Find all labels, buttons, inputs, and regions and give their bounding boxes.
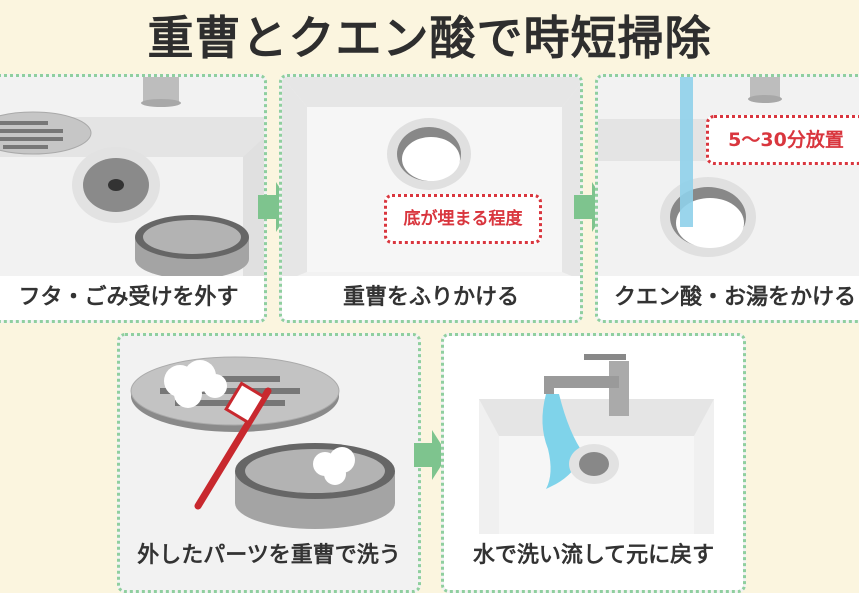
page-title: 重曹とクエン酸で時短掃除 bbox=[147, 11, 712, 65]
step-5-caption: 水で洗い流して元に戻す bbox=[444, 534, 743, 578]
step-2-caption: 重曹をふりかける bbox=[282, 276, 580, 320]
step-4-caption: 外したパーツを重曹で洗う bbox=[137, 543, 401, 568]
step-2-panel: 底が埋まる程度 重曹をふりかける bbox=[279, 74, 583, 323]
parts-washing-illustration bbox=[120, 336, 418, 590]
step-1-caption: フタ・ごみ受けを外す bbox=[0, 276, 264, 320]
step-2-note: 底が埋まる程度 bbox=[384, 194, 542, 244]
arrow-right-icon bbox=[414, 430, 448, 480]
step-5-panel: 水で洗い流して元に戻す bbox=[441, 333, 746, 593]
step-4-panel: 外したパーツを重曹で洗う bbox=[117, 333, 421, 593]
step-1-panel: フタ・ごみ受けを外す bbox=[0, 74, 267, 323]
step-3-note: 5〜30分放置 bbox=[706, 115, 859, 165]
sink-illustration bbox=[0, 77, 264, 320]
step-3-panel: 5〜30分放置 クエン酸・お湯をかける bbox=[595, 74, 859, 323]
step-3-caption: クエン酸・お湯をかける bbox=[598, 276, 859, 320]
